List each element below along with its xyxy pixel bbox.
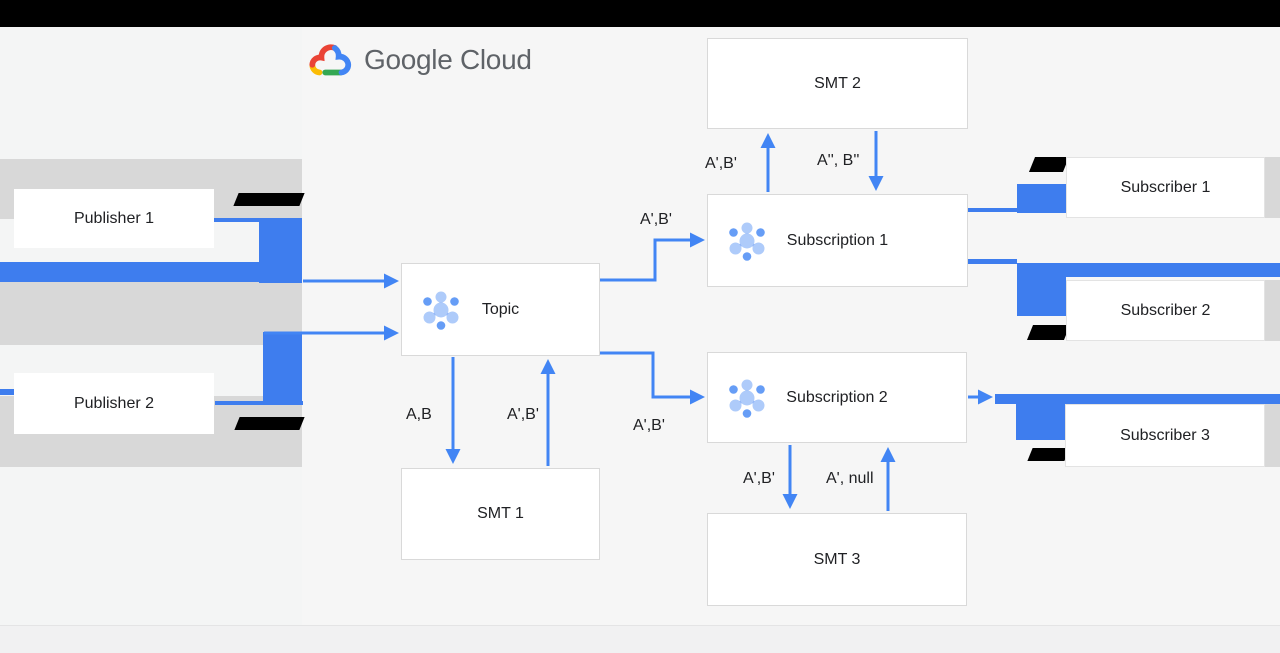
brand-wordmark: Google Cloud: [364, 44, 532, 75]
node-label: SMT 2: [814, 74, 861, 92]
right-gray-band-2: [1264, 280, 1280, 341]
node-smt3: SMT 3: [707, 513, 967, 606]
node-topic: Topic: [401, 263, 600, 356]
edge-label-smt2-to-subscription1: A'', B'': [817, 152, 860, 169]
edge-label-topic-to-subscription2: A',B': [633, 417, 665, 434]
node-subscriber1: Subscriber 1: [1066, 157, 1265, 218]
pubsub-icon: [419, 288, 463, 332]
left-gray-band-2: [0, 282, 302, 345]
node-label: Publisher 1: [73, 209, 155, 227]
node-subscription1: Subscription 1: [707, 194, 968, 287]
blue-block-publisher1: [259, 218, 302, 283]
node-label: Subscriber 3: [1120, 426, 1210, 444]
node-smt2: SMT 2: [707, 38, 968, 129]
right-gray-band-3: [1264, 404, 1280, 467]
right-gray-band-1: [1264, 157, 1280, 218]
node-label: SMT 3: [813, 550, 861, 568]
node-label: Subscriber 2: [1120, 301, 1211, 319]
blue-line-subscriber1: [968, 208, 1017, 212]
node-label: Subscription 2: [786, 388, 888, 406]
pubsub-icon: [725, 376, 769, 420]
edge-label-subscription2-to-smt3: A',B': [743, 470, 775, 487]
black-blob-subscriber3: [1027, 448, 1070, 461]
node-subscriber3: Subscriber 3: [1065, 404, 1265, 467]
google-cloud-logo-icon: [309, 44, 352, 76]
edge-label-topic-to-subscription1: A',B': [640, 211, 672, 228]
blue-strip-left-edge: [0, 389, 15, 395]
blue-block-subscriber1: [1017, 184, 1066, 213]
blue-block-publisher2: [263, 332, 302, 403]
black-blob-publisher1: [233, 193, 305, 206]
edge-label-subscription1-to-smt2: A',B': [705, 155, 737, 172]
node-label: Topic: [481, 300, 520, 318]
bottom-strip: [0, 625, 1280, 653]
edge-label-smt3-to-subscription2: A', null: [826, 470, 874, 487]
node-subscription2: Subscription 2: [707, 352, 967, 443]
node-label: Publisher 2: [73, 394, 155, 412]
blue-block-subscriber3: [1016, 402, 1066, 440]
node-publisher1: Publisher 1: [14, 189, 214, 248]
black-blob-subscriber1: [1028, 157, 1070, 172]
blue-block-subscriber2: [1017, 263, 1066, 316]
pubsub-icon: [725, 219, 769, 263]
node-label: SMT 1: [477, 505, 524, 522]
node-smt1: SMT 1: [401, 468, 600, 560]
edge-label-smt1-to-topic: A',B': [507, 406, 539, 423]
node-publisher2: Publisher 2: [14, 373, 214, 434]
blue-line-publisher2: [215, 401, 303, 405]
node-label: Subscriber 1: [1120, 178, 1211, 196]
blue-line-subscriber2: [968, 259, 1017, 264]
blue-line-publisher1: [214, 218, 259, 222]
blue-band-subscriber3: [995, 394, 1280, 404]
black-blob-subscriber2: [1026, 325, 1071, 340]
node-label: Subscription 1: [786, 231, 889, 249]
blue-band-left: [0, 262, 259, 282]
top-letterbox-bar: [0, 0, 1280, 27]
edge-label-topic-to-smt1: A,B: [406, 406, 432, 423]
black-blob-publisher2: [234, 417, 305, 430]
blue-band-subscriber2: [1017, 263, 1280, 277]
node-subscriber2: Subscriber 2: [1066, 280, 1265, 341]
